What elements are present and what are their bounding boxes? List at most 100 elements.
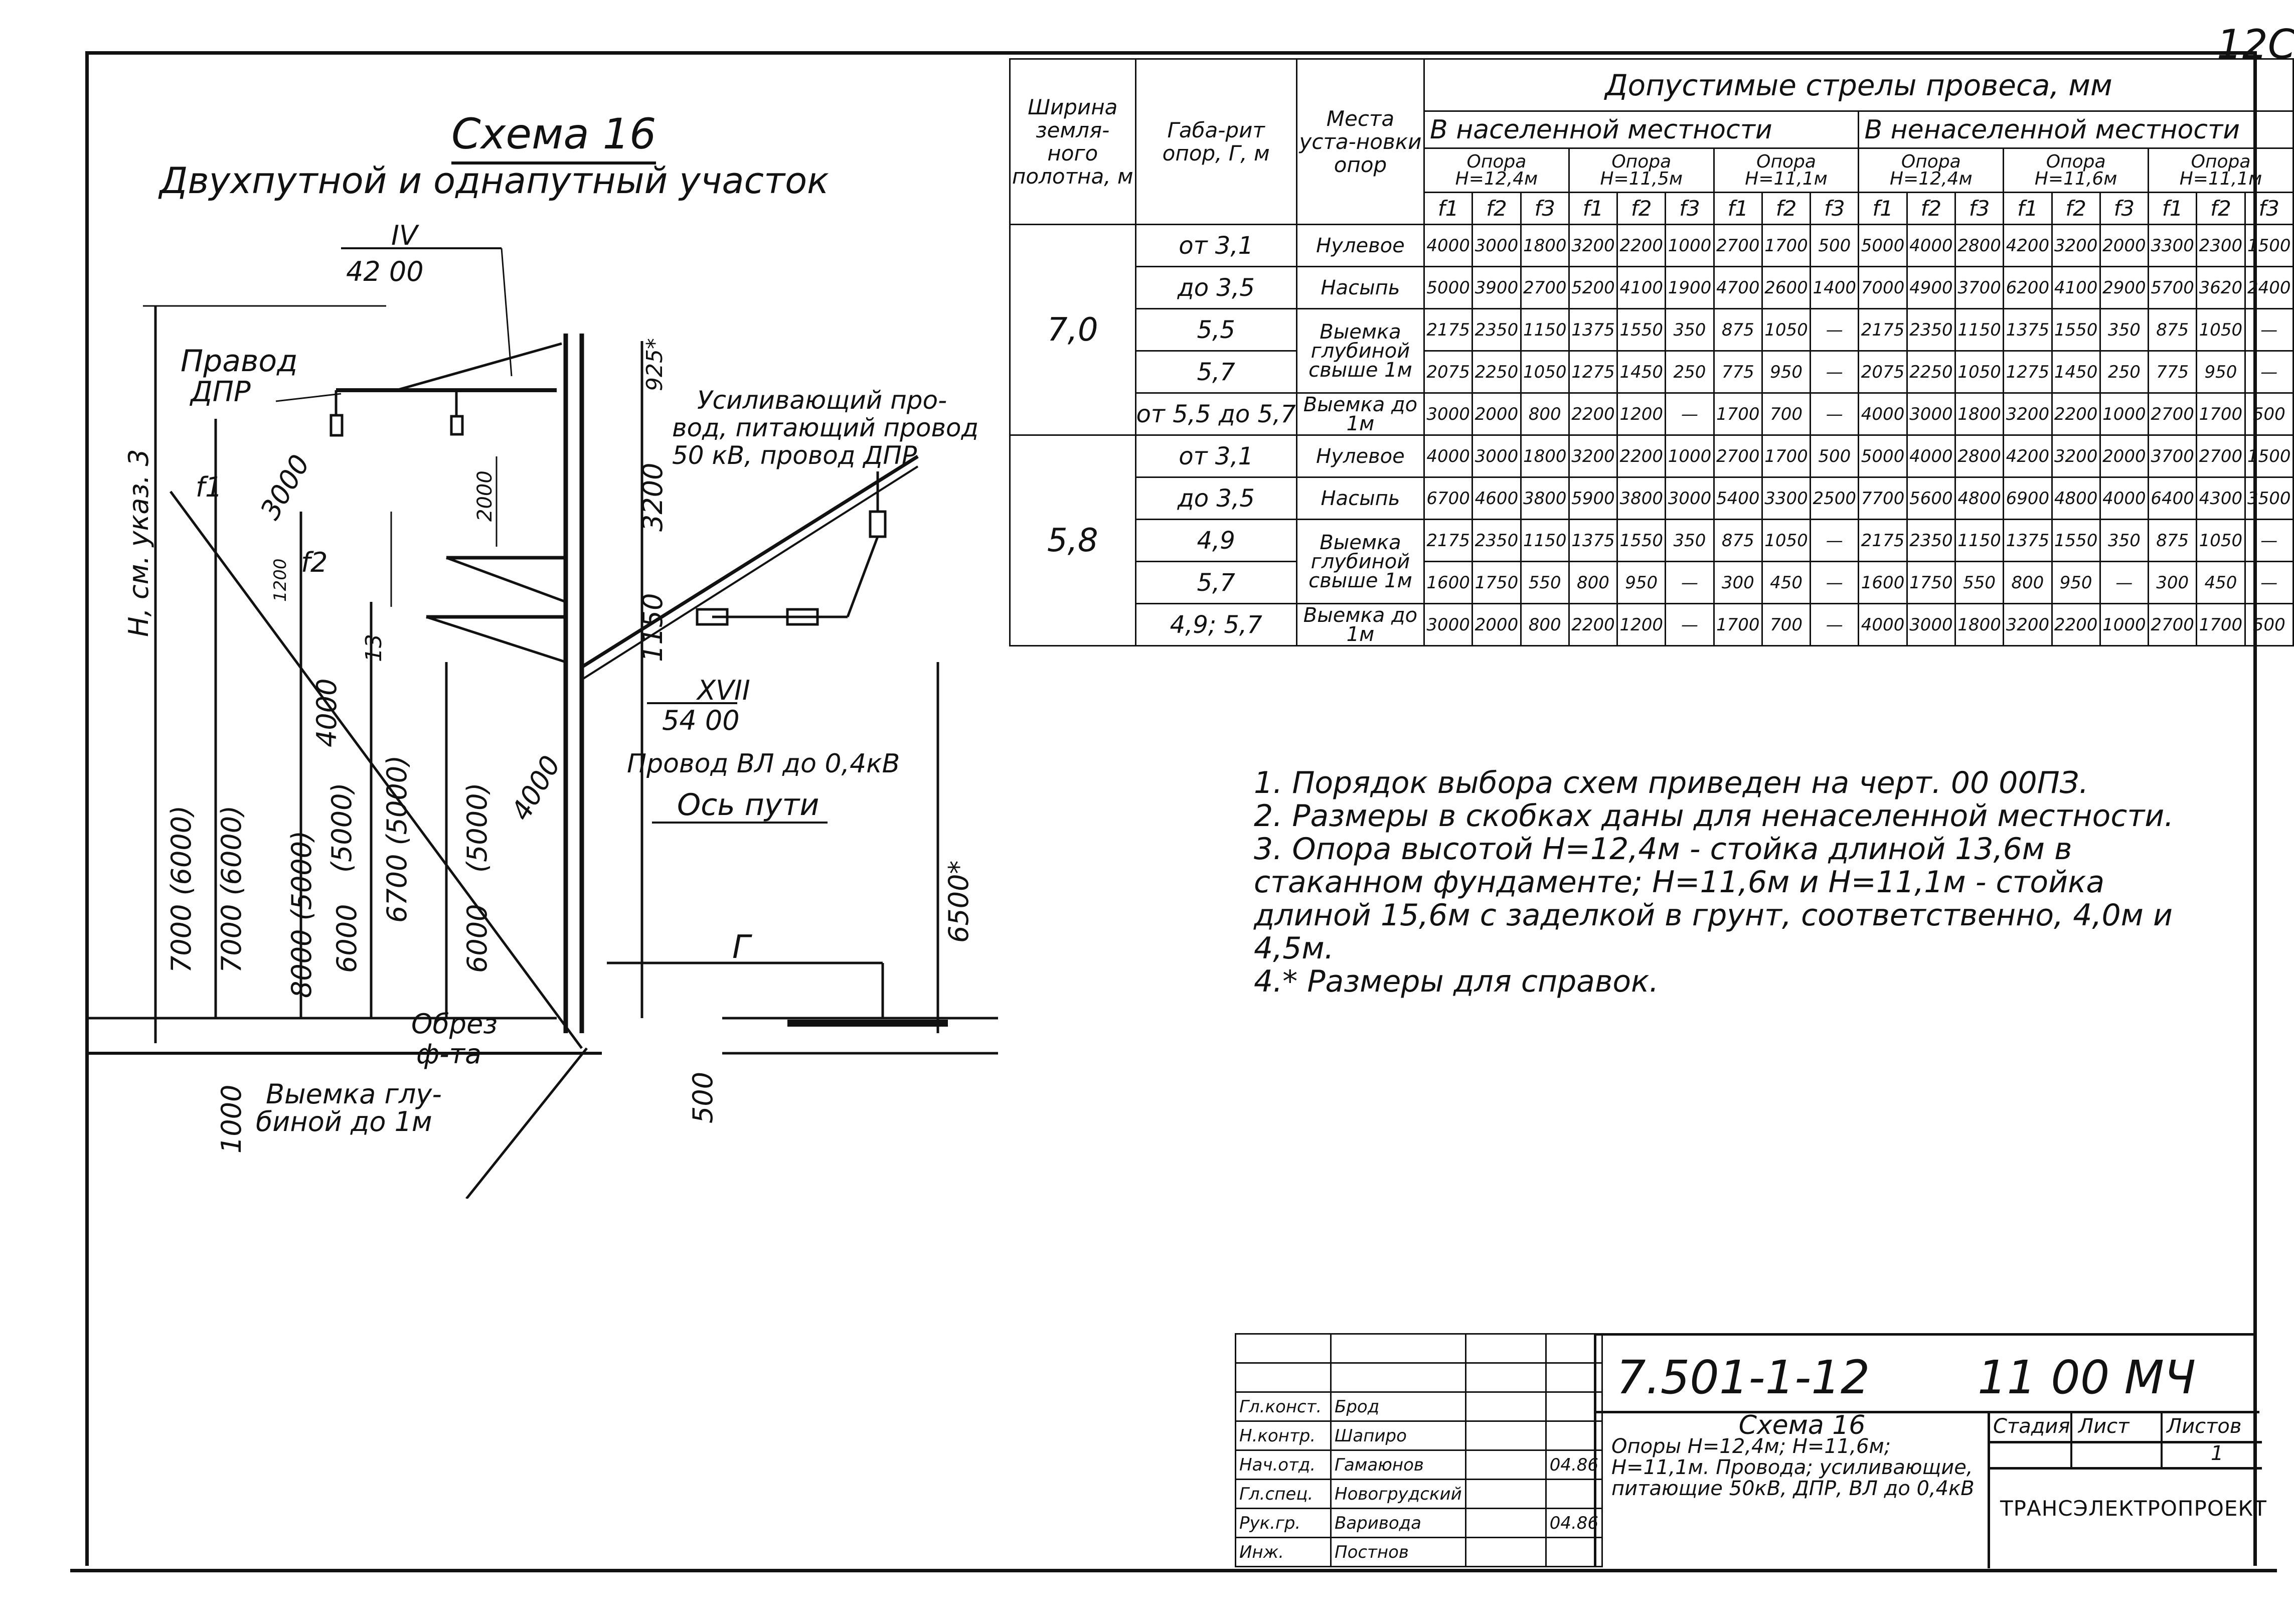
f1-label: f1 (196, 471, 222, 503)
sag-value-cell: — (1810, 308, 1860, 352)
sag-value-cell: 5000 (1858, 434, 1908, 478)
sag-value-cell: 1000 (2099, 603, 2150, 646)
sag-value-cell: 3800 (1520, 476, 1570, 520)
gauge-cell: 5,7 (1134, 350, 1297, 394)
sag-value-cell: 4600 (1471, 476, 1522, 520)
gauge-cell: от 3,1 (1134, 434, 1297, 478)
note-1: 1. Порядок выбора схем приведен на черт.… (1254, 765, 2089, 800)
sag-value-cell: 4000 (1423, 434, 1473, 478)
support-header: Опора Н=11,6м (2003, 147, 2150, 193)
sag-value-cell: 950 (2051, 561, 2101, 604)
sag-value-cell: 2200 (1616, 434, 1667, 478)
sag-value-cell: 1500 (2244, 224, 2294, 267)
sag-value-cell: — (1810, 603, 1860, 646)
place-cell: Насыпь (1295, 266, 1425, 309)
dim-2000: 2000 (473, 470, 497, 522)
place-cell: Выемка глубиной свыше 1м (1295, 308, 1425, 394)
sag-value-cell: 250 (1665, 350, 1715, 394)
name-cell: Гамаюнов (1330, 1449, 1466, 1480)
sag-value-cell: 4200 (2003, 224, 2053, 267)
sag-value-cell: 2700 (1520, 266, 1570, 309)
sag-value-cell: 2250 (1471, 350, 1522, 394)
sag-value-cell: 1550 (2051, 519, 2101, 562)
header-place: Места уста-новки опор (1295, 58, 1425, 225)
sag-value-cell: 2900 (2099, 266, 2150, 309)
sag-value-cell: 4000 (1906, 434, 1956, 478)
gauge-cell: 5,5 (1134, 308, 1297, 352)
sag-value-cell: 450 (2196, 561, 2246, 604)
sag-value-cell: 2350 (1471, 308, 1522, 352)
sag-value-cell: 2200 (1568, 392, 1618, 436)
signature-row: Гл.конст.Брод (1235, 1391, 1603, 1422)
sag-value-cell: 1275 (2003, 350, 2053, 394)
f-header: f3 (1665, 192, 1715, 225)
bottom-border (70, 1569, 2277, 1572)
sag-value-cell: 4900 (1906, 266, 1956, 309)
f-header: f3 (2244, 192, 2294, 225)
date-cell (1545, 1391, 1603, 1422)
sag-value-cell: — (1810, 519, 1860, 562)
role-cell: Рук.гр. (1235, 1508, 1332, 1538)
document-title: Схема 16 Опоры Н=12,4м; Н=11,6м; Н=11,1м… (1611, 1412, 1993, 1499)
f-header: f2 (2051, 192, 2101, 225)
notes: 1. Порядок выбора схем приведен на черт.… (1254, 766, 2227, 998)
f-header: f2 (1471, 192, 1522, 225)
sag-value-cell: 4100 (1616, 266, 1667, 309)
sag-value-cell: 1450 (2051, 350, 2101, 394)
sag-value-cell: 4300 (2196, 476, 2246, 520)
sag-value-cell: 1375 (1568, 308, 1618, 352)
sag-value-cell: 1050 (1761, 308, 1812, 352)
sag-value-cell: 1150 (1520, 308, 1570, 352)
role-cell: Гл.конст. (1235, 1391, 1332, 1422)
f-header: f3 (1520, 192, 1570, 225)
sag-value-cell: 300 (2148, 561, 2198, 604)
sag-value-cell: 550 (1520, 561, 1570, 604)
name-cell: Постнов (1330, 1537, 1466, 1567)
dim-3000: 3000 (254, 449, 316, 525)
sag-value-cell: 4000 (1858, 392, 1908, 436)
sag-value-cell: 3200 (1568, 224, 1618, 267)
wire-label-1: Правод (181, 344, 298, 379)
sag-value-cell: 1900 (1665, 266, 1715, 309)
sag-value-cell: 4000 (1423, 224, 1473, 267)
header-width: Ширина земля-ного полотна, м (1009, 58, 1136, 225)
role-cell: Н.контр. (1235, 1420, 1332, 1451)
sag-value-cell: 1050 (1954, 350, 2005, 394)
document-mark: 11 00 МЧ (1978, 1351, 2196, 1404)
sag-value-cell: 2700 (1713, 434, 1763, 478)
sag-value-cell: 2700 (2148, 392, 2198, 436)
sag-value-cell: 2500 (1810, 476, 1860, 520)
note-4: 4.* Размеры для справок. (1254, 964, 1659, 999)
sag-value-cell: 1375 (1568, 519, 1618, 562)
dim-1150: 1150 (637, 593, 669, 662)
sag-value-cell: 500 (1810, 434, 1860, 478)
sag-value-cell: 2175 (1423, 308, 1473, 352)
place-cell: Насыпь (1295, 476, 1425, 520)
gauge-cell: 4,9; 5,7 (1134, 603, 1297, 646)
sag-value-cell: 2075 (1423, 350, 1473, 394)
sag-value-cell: 3800 (1616, 476, 1667, 520)
sag-value-cell: 3200 (2051, 434, 2101, 478)
excavation-label-1: Выемка глу- (266, 1078, 442, 1110)
signature-cell (1464, 1449, 1547, 1480)
f-header: f1 (1568, 192, 1618, 225)
sag-value-cell: 3200 (2003, 392, 2053, 436)
f-header: f3 (1954, 192, 2005, 225)
organization: ТРАНСЭЛЕКТРОПРОЕКТ (2000, 1496, 2267, 1521)
sag-value-cell: 6200 (2003, 266, 2053, 309)
sag-value-cell: — (2244, 308, 2294, 352)
date-cell: 04.86 (1545, 1508, 1603, 1538)
sag-value-cell: 1050 (1520, 350, 1570, 394)
sag-value-cell: 875 (1713, 519, 1763, 562)
sag-value-cell: — (1810, 350, 1860, 394)
sag-value-cell: 1050 (2196, 308, 2246, 352)
sag-value-cell: 1375 (2003, 519, 2053, 562)
sag-value-cell: 3900 (1471, 266, 1522, 309)
sag-value-cell: 6700 (1423, 476, 1473, 520)
dim-4000-a: 4000 (311, 679, 343, 747)
top-mark-numerator: IV (391, 221, 420, 251)
